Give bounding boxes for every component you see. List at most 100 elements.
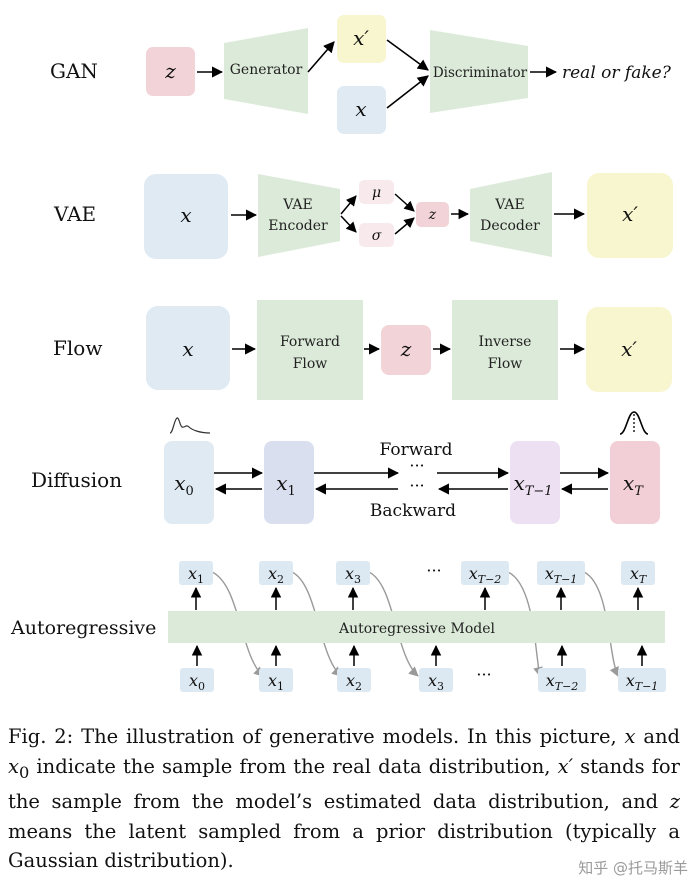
gan-generator-label: Generator bbox=[230, 62, 303, 78]
gan-x-box bbox=[337, 86, 386, 134]
gan-discriminator-block bbox=[430, 30, 528, 113]
vae-arrow-sigma-z bbox=[394, 217, 415, 235]
ar-top-token-box bbox=[259, 561, 293, 585]
ar-top-token: x3 bbox=[345, 564, 361, 586]
vae-decoder-line1: VAE bbox=[494, 197, 525, 213]
vae-z-symbol: z bbox=[428, 207, 437, 223]
vae-sigma-symbol: σ bbox=[372, 228, 382, 244]
diffusion-dots-top: ··· bbox=[409, 456, 424, 475]
flow-x-symbol: x bbox=[182, 337, 193, 361]
ar-dots-bottom: ··· bbox=[476, 665, 491, 684]
ar-bottom-token-box bbox=[618, 668, 666, 692]
diffusion-xT-symbol: xT bbox=[623, 471, 644, 499]
vae-row: VAE x VAE Encoder μ σ z VAE Decoder x′ bbox=[53, 172, 673, 259]
flow-inverse-line1: Inverse bbox=[479, 334, 532, 350]
ar-bottom-token-box bbox=[259, 668, 293, 692]
diffusion-backward-label: Backward bbox=[370, 501, 456, 521]
ar-bottom-token: xT−1 bbox=[626, 671, 659, 693]
diffusion-xT-box bbox=[610, 441, 660, 524]
gan-arrow-x-discriminator bbox=[386, 75, 429, 109]
ar-top-token: x2 bbox=[268, 564, 284, 586]
ar-dots-top: ··· bbox=[426, 561, 441, 580]
vae-z-box bbox=[416, 202, 449, 227]
flow-x-box bbox=[146, 306, 230, 390]
vae-encoder-block bbox=[258, 174, 340, 257]
gan-z-box bbox=[146, 47, 195, 96]
flow-inverse-block bbox=[452, 300, 558, 400]
diffusion-x0-symbol: x0 bbox=[174, 471, 194, 499]
ar-top-token-box bbox=[179, 561, 213, 585]
diffusion-x1-symbol: x1 bbox=[276, 471, 296, 499]
ar-top-token-box bbox=[621, 561, 655, 585]
flow-forward-line1: Forward bbox=[280, 334, 340, 350]
vae-x-box bbox=[144, 174, 228, 259]
ar-top-token-box bbox=[461, 561, 509, 585]
vae-encoder-line1: VAE bbox=[282, 197, 313, 213]
ar-top-token: xT−2 bbox=[469, 564, 502, 586]
vae-x-symbol: x bbox=[180, 203, 191, 227]
diffusion-row: Diffusion x0 x1 xT−1 xT ··· ··· Forward … bbox=[31, 411, 660, 524]
flow-z-symbol: z bbox=[400, 337, 412, 361]
autoregressive-label: Autoregressive bbox=[10, 617, 156, 639]
autoregressive-model-bar bbox=[168, 611, 665, 643]
ar-bottom-token: x0 bbox=[189, 671, 205, 693]
ar-bottom-token-box bbox=[419, 668, 453, 692]
gan-xprime-symbol: x′ bbox=[353, 26, 369, 50]
ar-top-token: x1 bbox=[188, 564, 204, 586]
gan-x-symbol: x bbox=[355, 97, 366, 121]
ar-bottom-token-box bbox=[337, 668, 371, 692]
vae-sigma-box bbox=[359, 223, 394, 247]
flow-forward-block bbox=[257, 300, 363, 400]
vae-arrow-encoder-mu bbox=[340, 195, 357, 215]
ar-top-token-box bbox=[336, 561, 370, 585]
flow-label: Flow bbox=[53, 336, 102, 360]
watermark: 知乎 @托马斯羊 bbox=[578, 859, 688, 877]
gan-xprime-box bbox=[337, 15, 386, 63]
gan-output-label: real or fake? bbox=[562, 63, 672, 83]
diffusion-xT1-box bbox=[510, 441, 560, 524]
vae-decoder-line2: Decoder bbox=[480, 218, 540, 234]
vae-mu-box bbox=[359, 180, 394, 204]
gan-label: GAN bbox=[50, 59, 98, 83]
ar-top-token: xT bbox=[630, 564, 648, 586]
diffusion-x1-box bbox=[264, 441, 314, 524]
gan-z-symbol: z bbox=[164, 59, 176, 83]
vae-arrow-mu-z bbox=[394, 193, 415, 212]
ar-top-token: xT−1 bbox=[545, 564, 578, 586]
ar-bottom-token: x1 bbox=[268, 671, 284, 693]
autoregressive-row: Autoregressive Autoregressive Model x1 x… bbox=[10, 561, 666, 693]
ar-bottom-token: xT−2 bbox=[546, 671, 579, 693]
diffusion-x0-box bbox=[164, 441, 214, 524]
flow-xprime-box bbox=[586, 307, 672, 392]
vae-label: VAE bbox=[53, 202, 96, 226]
vae-arrow-encoder-sigma bbox=[340, 215, 357, 233]
vae-xprime-box bbox=[587, 173, 673, 258]
ar-bottom-token: x2 bbox=[346, 671, 362, 693]
flow-z-box bbox=[381, 325, 431, 375]
figure-caption: Fig. 2: The illustration of generative m… bbox=[8, 725, 680, 873]
flow-inverse-line2: Flow bbox=[488, 356, 523, 372]
flow-forward-line2: Flow bbox=[293, 356, 328, 372]
autoregressive-model-label: Autoregressive Model bbox=[338, 621, 496, 637]
diffusion-forward-label: Forward bbox=[380, 440, 453, 460]
gan-generator-block bbox=[224, 28, 308, 114]
vae-encoder-line2: Encoder bbox=[268, 218, 328, 234]
gan-row: GAN z Generator x′ x Discriminator real … bbox=[50, 15, 672, 134]
vae-decoder-block bbox=[470, 172, 552, 257]
vae-mu-symbol: μ bbox=[372, 185, 381, 201]
diffusion-dots-bottom: ··· bbox=[409, 476, 424, 495]
diffusion-label: Diffusion bbox=[31, 468, 122, 492]
flow-row: Flow x Forward Flow z Inverse Flow x′ bbox=[53, 300, 672, 400]
ar-bottom-token: x3 bbox=[428, 671, 444, 693]
flow-xprime-symbol: x′ bbox=[621, 337, 637, 361]
ar-bottom-token-box bbox=[538, 668, 586, 692]
gan-discriminator-label: Discriminator bbox=[433, 65, 528, 81]
gan-arrow-generator-xprime bbox=[307, 41, 335, 73]
ar-bottom-token-box bbox=[180, 668, 214, 692]
gaussian-distribution-curve-icon bbox=[619, 411, 649, 435]
vae-xprime-symbol: x′ bbox=[622, 202, 638, 226]
data-distribution-curve-icon bbox=[169, 417, 211, 434]
ar-top-token-box bbox=[537, 561, 585, 585]
gan-arrow-xprime-discriminator bbox=[386, 39, 429, 71]
